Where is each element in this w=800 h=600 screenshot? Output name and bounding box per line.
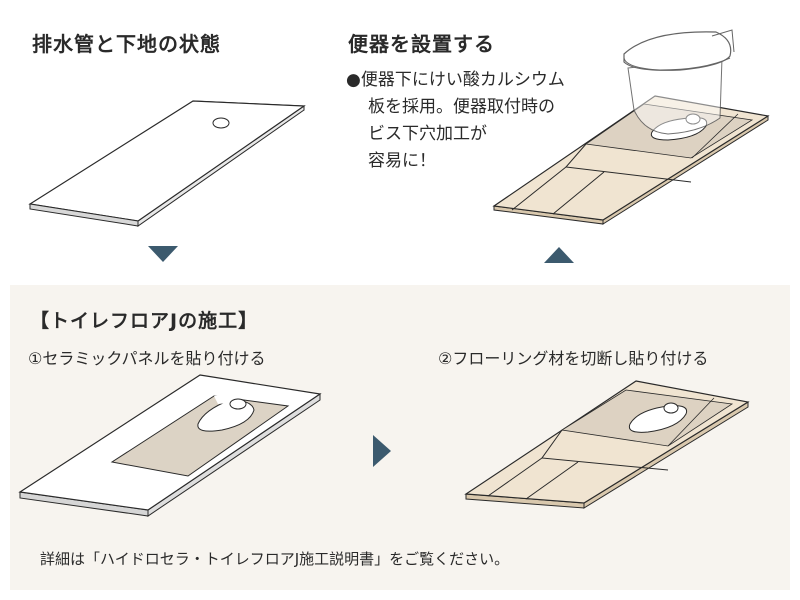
step2-label: ②フローリング材を切断し貼り付ける [438, 349, 709, 368]
flooring-step2 [464, 380, 750, 509]
panel-title: 【トイレフロアJの施工】 [30, 310, 259, 332]
note-line-3: ビス下穴加工が [368, 124, 487, 144]
subfloor-board [28, 100, 306, 227]
arrow-up-icon [544, 247, 574, 263]
bullet-mark: ● [346, 70, 361, 90]
drain-pipe-icon [212, 117, 230, 129]
install-toilet-title: 便器を設置する [348, 32, 495, 56]
drain-pipe-icon [663, 402, 679, 414]
arrow-right-icon [373, 435, 391, 467]
step1-label: ①セラミックパネルを貼り付ける [28, 349, 266, 368]
arrow-down-icon [148, 246, 178, 262]
note-line-4: 容易に！ [368, 151, 436, 171]
panel-footer-note: 詳細は「ハイドロセラ・トイレフロアJ施工説明書」をご覧ください。 [40, 550, 510, 568]
install-note: ●便器下にけい酸カルシウム 板を採用。便器取付時の ビス下穴加工が 容易に！ [346, 67, 626, 175]
note-line-2: 板を採用。便器取付時の [368, 97, 555, 117]
subfloor-title: 排水管と下地の状態 [32, 32, 221, 56]
finished-floor-with-toilet [492, 29, 770, 225]
toilet-icon [623, 29, 735, 135]
drain-pipe-icon [229, 398, 247, 410]
drain-pipe-icon [685, 113, 701, 125]
ceramic-panel-step1 [18, 374, 322, 517]
note-line-1: ●便器下にけい酸カルシウム [346, 70, 565, 90]
